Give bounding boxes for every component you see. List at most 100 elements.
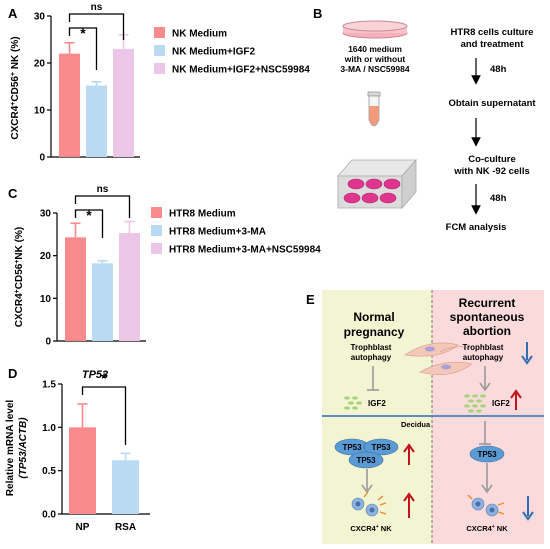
sig-label-1: ns: [91, 2, 103, 13]
rsa-tp53-label: TP53: [477, 450, 497, 459]
x-tick-label-0: NP: [76, 522, 90, 533]
normal-title-1: Normal: [353, 310, 394, 324]
bar-1: [92, 263, 113, 341]
legend-label-2: HTR8 Medium+3-MA+NSC59984: [169, 245, 321, 256]
bar-2: [113, 48, 134, 157]
legend-swatch-2: [151, 243, 162, 254]
y-axis-label-1: Relative mRNA level: [5, 400, 16, 497]
culture-dish-icon: [342, 20, 408, 39]
sig-label-0: *: [80, 25, 86, 41]
bar-0: [69, 427, 96, 514]
sig-bracket-0: [81, 386, 127, 445]
step-1-line-2: and treatment: [461, 39, 525, 50]
legend-label-0: NK Medium: [172, 29, 227, 40]
time-1: 48h: [490, 64, 507, 75]
normal-igf2-icon: [344, 396, 362, 410]
legend-label-1: NK Medium+IGF2: [172, 47, 256, 58]
y-axis-label: CXCR4+CD56+ NK (%): [10, 36, 21, 139]
normal-trophoblast-2: autophagy: [351, 353, 392, 362]
normal-trophoblast-1: Trophblast: [351, 343, 392, 352]
legend-label-0: HTR8 Medium: [169, 209, 236, 220]
legend-swatch-2: [154, 63, 165, 74]
rsa-trophoblast-2: autophagy: [463, 353, 504, 362]
tp53-label-a: TP53: [342, 443, 362, 452]
bar-1: [86, 85, 107, 157]
tp53-label-b: TP53: [371, 443, 391, 452]
rsa-nk-cells-icon: [467, 494, 505, 517]
rsa-title-1: Recurrent: [459, 296, 516, 310]
normal-nk-cells-icon: [351, 491, 387, 517]
bar-0: [59, 53, 80, 157]
panel-b-workflow: 1640 medium with or without 3-MA / NSC59…: [337, 20, 536, 233]
y-tick-label: 0.0: [42, 510, 56, 521]
bar-1: [112, 460, 139, 514]
sig-bracket-1: [74, 195, 131, 218]
step-1-line-1: HTR8 cells culture: [451, 27, 534, 38]
sig-label-0: *: [86, 207, 92, 223]
trophoblast-cells-icon: [404, 342, 473, 375]
legend-swatch-0: [154, 27, 165, 38]
normal-background: [322, 290, 432, 544]
dish-label-2: with or without: [344, 54, 406, 64]
y-tick-label: 1.0: [42, 423, 56, 434]
normal-title-2: pregnancy: [344, 325, 405, 339]
y-tick-label: 20: [34, 59, 46, 70]
panel-label-c: C: [8, 186, 18, 201]
y-tick-label: 30: [40, 209, 52, 220]
rsa-tp53-icon: [469, 445, 505, 463]
y-tick-label: 10: [34, 106, 46, 117]
panel-label-d: D: [8, 366, 17, 381]
panel-label-a: A: [8, 6, 18, 21]
rsa-title-3: abortion: [463, 324, 511, 338]
sig-label-1: ns: [97, 184, 109, 195]
dish-label-3: 3-MA / NSC59984: [340, 64, 409, 74]
dish-label-1: 1640 medium: [348, 44, 402, 54]
legend-swatch-0: [151, 207, 162, 218]
y-axis-label-2: (TP53/ACTB): [18, 417, 29, 479]
y-tick-label: 0: [45, 337, 51, 348]
y-tick-label: 20: [40, 251, 52, 262]
decidua-label: Decidua: [401, 420, 431, 429]
bar-0: [65, 237, 86, 341]
chart-title: TP53: [82, 369, 108, 381]
step-3-line-1: Co-culture: [468, 154, 516, 165]
normal-tp53-cluster: TP53 TP53 TP53: [334, 438, 399, 469]
legend-label-1: HTR8 Medium+3-MA: [169, 227, 266, 238]
legend-swatch-1: [154, 45, 165, 56]
y-tick-label: 10: [40, 294, 52, 305]
time-2: 48h: [490, 193, 507, 204]
legend-swatch-1: [151, 225, 162, 236]
y-tick-label: 30: [34, 12, 46, 23]
normal-igf2-label: IGF2: [368, 399, 386, 408]
bar-2: [119, 233, 140, 341]
sig-label-0: *: [101, 370, 107, 386]
x-tick-label-1: RSA: [115, 522, 136, 533]
tube-icon: [367, 91, 381, 127]
legend-label-2: NK Medium+IGF2+NSC59984: [172, 65, 310, 76]
y-tick-label: 1.5: [42, 380, 56, 391]
rsa-title-2: spontaneous: [450, 310, 525, 324]
sig-bracket-0: [68, 27, 98, 70]
y-axis-label: CXCR4+CD56+NK (%): [14, 227, 25, 327]
tp53-label-c: TP53: [356, 456, 376, 465]
sig-bracket-0: [74, 209, 104, 238]
panel-label-e: E: [306, 292, 315, 307]
rsa-trophoblast-1: Trophblast: [463, 343, 504, 352]
well-plate-icon: [337, 158, 417, 210]
panel-e-schematic: Normal pregnancy Recurrent spontaneous a…: [322, 290, 544, 544]
y-tick-label: 0: [39, 153, 45, 164]
chart-a: 0 10 20 30 * ns NK Medium NK Medium+IGF2 NK Medi…: [10, 2, 310, 164]
rsa-nk-label: CXCR4+ NK: [466, 524, 508, 533]
step-4: FCM analysis: [446, 222, 507, 233]
step-3-line-2: with NK -92 cells: [453, 166, 530, 177]
rsa-igf2-icon: [464, 394, 486, 413]
y-tick-label: 0.5: [42, 466, 56, 477]
panel-label-b: B: [313, 6, 322, 21]
sig-bracket-1: [68, 13, 125, 40]
rsa-background: [432, 290, 544, 544]
step-2: Obtain supernatant: [448, 98, 536, 109]
rsa-igf2-label: IGF2: [492, 399, 510, 408]
